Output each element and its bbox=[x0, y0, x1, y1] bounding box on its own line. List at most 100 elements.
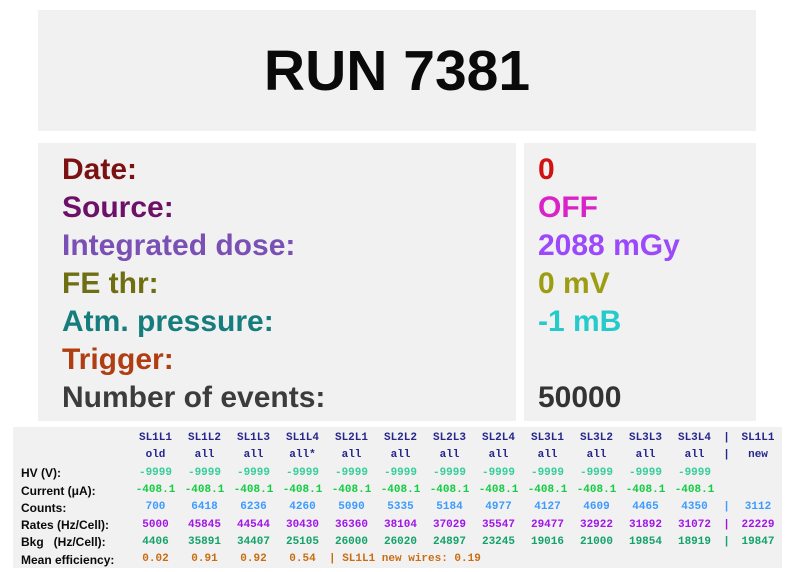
info-value: -1 mB bbox=[538, 305, 622, 338]
table-cell: 23245 bbox=[481, 535, 515, 548]
table-subheader-cell: all bbox=[635, 449, 656, 462]
info-label: FE thr: bbox=[62, 267, 159, 300]
table-separator: | bbox=[723, 449, 730, 462]
table-subheader-cell: all bbox=[537, 449, 558, 462]
table-header-cell-extra: SL1L1 bbox=[741, 432, 775, 445]
table-cell: -408.1 bbox=[674, 484, 715, 497]
table-cell: -9999 bbox=[677, 466, 711, 479]
table-cell: -408.1 bbox=[233, 484, 274, 497]
table-subheader-cell: all bbox=[243, 449, 264, 462]
table-cell: 18919 bbox=[677, 535, 711, 548]
table-row-label: Bkg (Hz/Cell): bbox=[21, 535, 106, 550]
table-cell: 5184 bbox=[436, 501, 463, 514]
table-cell: -408.1 bbox=[576, 484, 617, 497]
table-cell: 32922 bbox=[579, 518, 613, 531]
table-cell: 4406 bbox=[142, 535, 169, 548]
table-cell: -408.1 bbox=[380, 484, 421, 497]
table-cell: 44544 bbox=[236, 518, 270, 531]
table-cell: 26000 bbox=[334, 535, 368, 548]
table-cell: -9999 bbox=[187, 466, 221, 479]
table-header-cell: SL1L3 bbox=[236, 432, 270, 445]
info-label: Number of events: bbox=[62, 381, 326, 414]
table-cell: 0.91 bbox=[191, 553, 218, 566]
table-separator: | bbox=[723, 501, 730, 514]
table-cell: -408.1 bbox=[282, 484, 323, 497]
table-cell: -9999 bbox=[432, 466, 466, 479]
table-subheader-cell: all* bbox=[289, 449, 316, 462]
table-cell: 4465 bbox=[632, 501, 659, 514]
info-row: Integrated dose: bbox=[62, 227, 516, 265]
table-cell: -9999 bbox=[579, 466, 613, 479]
table-cell: 29477 bbox=[530, 518, 564, 531]
info-value: 0 mV bbox=[538, 267, 610, 300]
table-cell: 24897 bbox=[432, 535, 466, 548]
table-header-cell: SL3L3 bbox=[628, 432, 662, 445]
info-row: Date: bbox=[62, 151, 516, 189]
table-cell: -9999 bbox=[628, 466, 662, 479]
table-cell: -9999 bbox=[383, 466, 417, 479]
table-cell: 31072 bbox=[677, 518, 711, 531]
table-header-cell: SL2L4 bbox=[481, 432, 515, 445]
info-row: Trigger: bbox=[62, 341, 516, 379]
table-cell: -408.1 bbox=[331, 484, 372, 497]
info-label: Source: bbox=[62, 191, 174, 224]
info-label: Atm. pressure: bbox=[62, 305, 274, 338]
run-title-band: RUN 7381 bbox=[38, 10, 756, 131]
table-cell: 35547 bbox=[481, 518, 515, 531]
info-value: OFF bbox=[538, 191, 598, 224]
info-row: Number of events: bbox=[62, 379, 516, 417]
table-header-cell: SL3L4 bbox=[677, 432, 711, 445]
table-header-cell: SL2L3 bbox=[432, 432, 466, 445]
table-row-label: Mean efficiency: bbox=[21, 552, 115, 567]
table-cell: 19016 bbox=[530, 535, 564, 548]
table-cell: 4609 bbox=[583, 501, 610, 514]
table-cell: 5335 bbox=[387, 501, 414, 514]
table-subheader-cell: all bbox=[684, 449, 705, 462]
table-cell: 0.54 bbox=[289, 553, 316, 566]
table-cell: 6418 bbox=[191, 501, 218, 514]
table-row-label: Current (μA): bbox=[21, 483, 96, 498]
info-label: Date: bbox=[62, 153, 138, 186]
table-separator: | bbox=[723, 535, 730, 548]
info-labels-panel: Date: Source: Integrated dose: FE thr: Atm. … bbox=[38, 143, 516, 421]
table-cell: 31892 bbox=[628, 518, 662, 531]
info-label: Integrated dose: bbox=[62, 229, 296, 262]
table-cell: 6236 bbox=[240, 501, 267, 514]
table-cell: 4977 bbox=[485, 501, 512, 514]
table-row-label: HV (V): bbox=[21, 466, 61, 481]
table-cell-extra: 22229 bbox=[741, 518, 775, 531]
table-header-cell: SL1L2 bbox=[187, 432, 221, 445]
table-subheader-cell-extra: new bbox=[748, 449, 768, 462]
table-cell: 5090 bbox=[338, 501, 365, 514]
info-row: Source: bbox=[62, 189, 516, 227]
info-row: 50000 bbox=[538, 379, 756, 417]
info-row: 2088 mGy bbox=[538, 227, 756, 265]
info-row: Atm. pressure: bbox=[62, 303, 516, 341]
table-cell: 26020 bbox=[383, 535, 417, 548]
table-cell: -9999 bbox=[138, 466, 172, 479]
table-cell-extra: 19847 bbox=[741, 535, 775, 548]
table-header-cell: SL2L1 bbox=[334, 432, 368, 445]
info-value: 0 bbox=[538, 153, 555, 186]
table-cell: 36360 bbox=[334, 518, 368, 531]
table-cell: 4260 bbox=[289, 501, 316, 514]
table-separator: | bbox=[723, 518, 730, 531]
table-cell: 25105 bbox=[285, 535, 319, 548]
table-cell: 0.02 bbox=[142, 553, 169, 566]
table-cell: -9999 bbox=[285, 466, 319, 479]
table-subheader-cell: all bbox=[341, 449, 362, 462]
table-row-label: Counts: bbox=[21, 500, 67, 515]
table-header-cell: SL3L1 bbox=[530, 432, 564, 445]
table-cell: 21000 bbox=[579, 535, 613, 548]
table-cell: 4350 bbox=[681, 501, 708, 514]
table-subheader-cell: all bbox=[488, 449, 509, 462]
table-cell: -408.1 bbox=[135, 484, 176, 497]
table-cell: -9999 bbox=[530, 466, 564, 479]
table-cell: -9999 bbox=[236, 466, 270, 479]
table-cell: -408.1 bbox=[184, 484, 225, 497]
info-label: Trigger: bbox=[62, 343, 174, 376]
